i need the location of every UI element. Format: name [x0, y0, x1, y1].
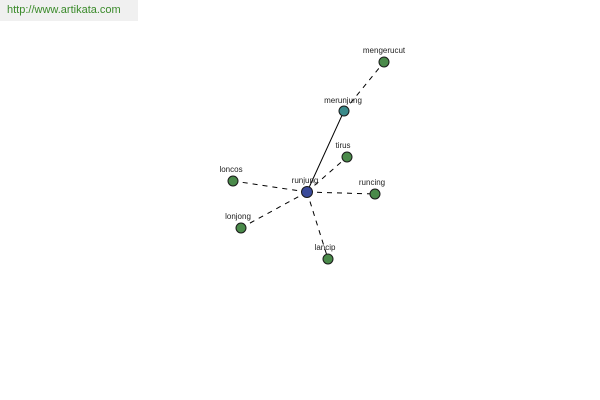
nodes-layer — [227, 56, 390, 265]
edge-merunjung-mengerucut — [343, 61, 385, 112]
node-mengerucut[interactable] — [378, 56, 390, 68]
node-runcing[interactable] — [369, 188, 381, 200]
edge-runjung-loncos — [232, 180, 308, 193]
node-label-tirus[interactable]: tirus — [335, 141, 350, 150]
edge-runjung-lancip — [306, 191, 329, 260]
labels-layer: runjung merunjung mengerucut tirus runcing la… — [219, 46, 405, 252]
edges-layer — [232, 61, 385, 260]
node-label-merunjung[interactable]: merunjung — [324, 96, 362, 105]
edge-runjung-tirus — [306, 156, 348, 193]
node-loncos[interactable] — [227, 175, 239, 187]
node-label-mengerucut[interactable]: mengerucut — [363, 46, 406, 55]
node-label-lonjong[interactable]: lonjong — [225, 212, 251, 221]
node-runjung[interactable] — [301, 186, 313, 198]
node-lancip[interactable] — [322, 253, 334, 265]
node-tirus[interactable] — [341, 151, 353, 163]
node-label-runcing[interactable]: runcing — [359, 178, 385, 187]
node-lonjong[interactable] — [235, 222, 247, 234]
node-merunjung[interactable] — [338, 105, 350, 117]
edge-runjung-merunjung — [306, 110, 345, 193]
node-label-lancip[interactable]: lancip — [315, 243, 336, 252]
node-label-loncos[interactable]: loncos — [219, 165, 242, 174]
edge-runjung-runcing — [306, 191, 376, 195]
edge-runjung-lonjong — [240, 191, 308, 229]
node-label-runjung[interactable]: runjung — [292, 176, 319, 185]
source-link[interactable]: http://www.artikata.com — [0, 0, 138, 21]
